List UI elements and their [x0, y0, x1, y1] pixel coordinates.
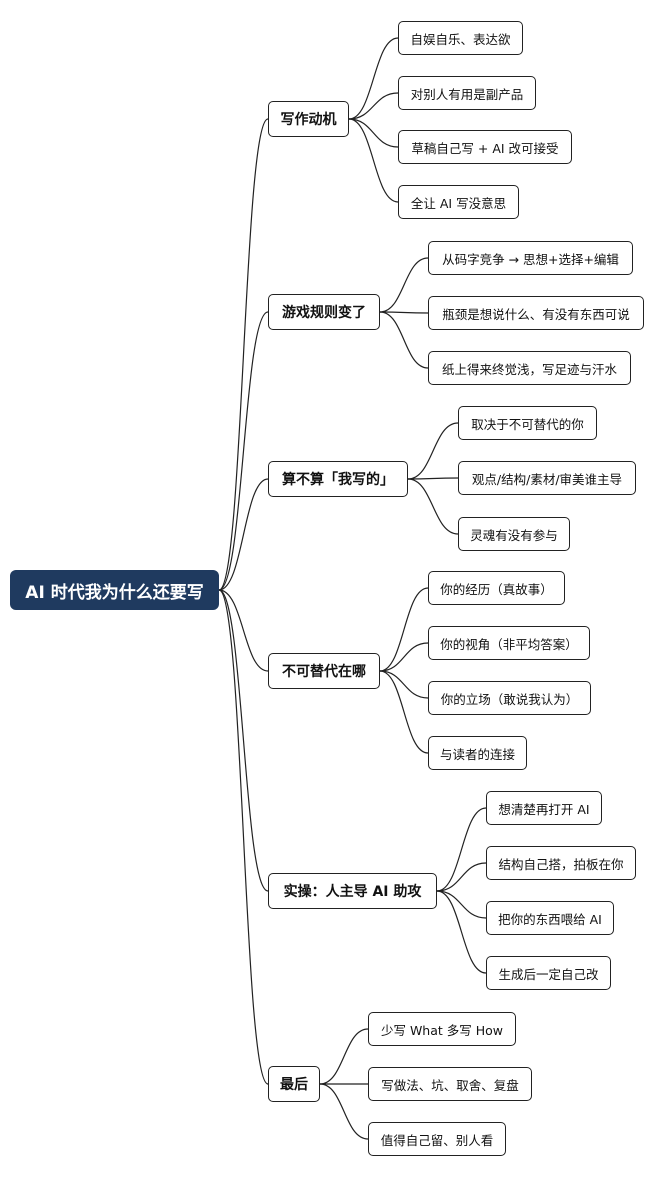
- branch-node: 算不算「我写的」: [268, 461, 408, 497]
- branch-node: 写作动机: [268, 101, 349, 137]
- leaf-node: 与读者的连接: [428, 736, 527, 770]
- connector-line: [436, 890, 487, 974]
- connector-line: [407, 478, 459, 535]
- connector-line: [379, 642, 429, 672]
- leaf-node: 生成后一定自己改: [486, 956, 611, 990]
- leaf-node: 从码字竞争 → 思想+选择+编辑: [428, 241, 633, 275]
- connector-line: [218, 589, 269, 892]
- leaf-node: 灵魂有没有参与: [458, 517, 570, 551]
- connector-line: [436, 890, 487, 919]
- branch-node: 不可替代在哪: [268, 653, 380, 689]
- leaf-node: 写做法、坑、取舍、复盘: [368, 1067, 532, 1101]
- branch-node: 游戏规则变了: [268, 294, 380, 330]
- connector-line: [218, 589, 269, 672]
- leaf-node: 想清楚再打开 AI: [486, 791, 602, 825]
- leaf-node: 值得自己留、别人看: [368, 1122, 506, 1156]
- connector-line: [348, 118, 399, 203]
- connector-line: [379, 670, 429, 754]
- leaf-node: 草稿自己写 + AI 改可接受: [398, 130, 572, 164]
- connector-line: [348, 92, 399, 120]
- connector-line: [379, 257, 429, 313]
- connector-line: [319, 1028, 369, 1085]
- leaf-node: 你的立场（敢说我认为）: [428, 681, 591, 715]
- connector-line: [348, 37, 399, 120]
- leaf-node: 对别人有用是副产品: [398, 76, 536, 110]
- connector-line: [218, 478, 269, 591]
- leaf-node: 你的经历（真故事）: [428, 571, 565, 605]
- leaf-node: 纸上得来终觉浅，写足迹与汗水: [428, 351, 631, 385]
- connector-line: [218, 589, 269, 1085]
- branch-node: 实操：人主导 AI 助攻: [268, 873, 437, 909]
- leaf-node: 瓶颈是想说什么、有没有东西可说: [428, 296, 644, 330]
- leaf-node: 观点/结构/素材/审美谁主导: [458, 461, 636, 495]
- root-node: AI 时代我为什么还要写: [10, 570, 219, 610]
- leaf-node: 全让 AI 写没意思: [398, 185, 519, 219]
- connector-line: [379, 670, 429, 699]
- leaf-node: 你的视角（非平均答案）: [428, 626, 590, 660]
- leaf-node: 结构自己搭，拍板在你: [486, 846, 636, 880]
- connector-line: [436, 862, 487, 892]
- leaf-node: 取决于不可替代的你: [458, 406, 597, 440]
- branch-node: 最后: [268, 1066, 320, 1102]
- connector-line: [407, 422, 459, 480]
- connector-line: [407, 477, 459, 480]
- leaf-node: 少写 What 多写 How: [368, 1012, 516, 1046]
- connector-line: [379, 311, 429, 369]
- leaf-node: 把你的东西喂给 AI: [486, 901, 614, 935]
- connector-line: [319, 1083, 369, 1140]
- connector-line: [218, 118, 269, 591]
- connector-line: [218, 311, 269, 591]
- leaf-node: 自娱自乐、表达欲: [398, 21, 523, 55]
- connector-line: [436, 807, 487, 892]
- connector-line: [348, 118, 399, 148]
- connector-line: [379, 587, 429, 672]
- connector-line: [379, 311, 429, 314]
